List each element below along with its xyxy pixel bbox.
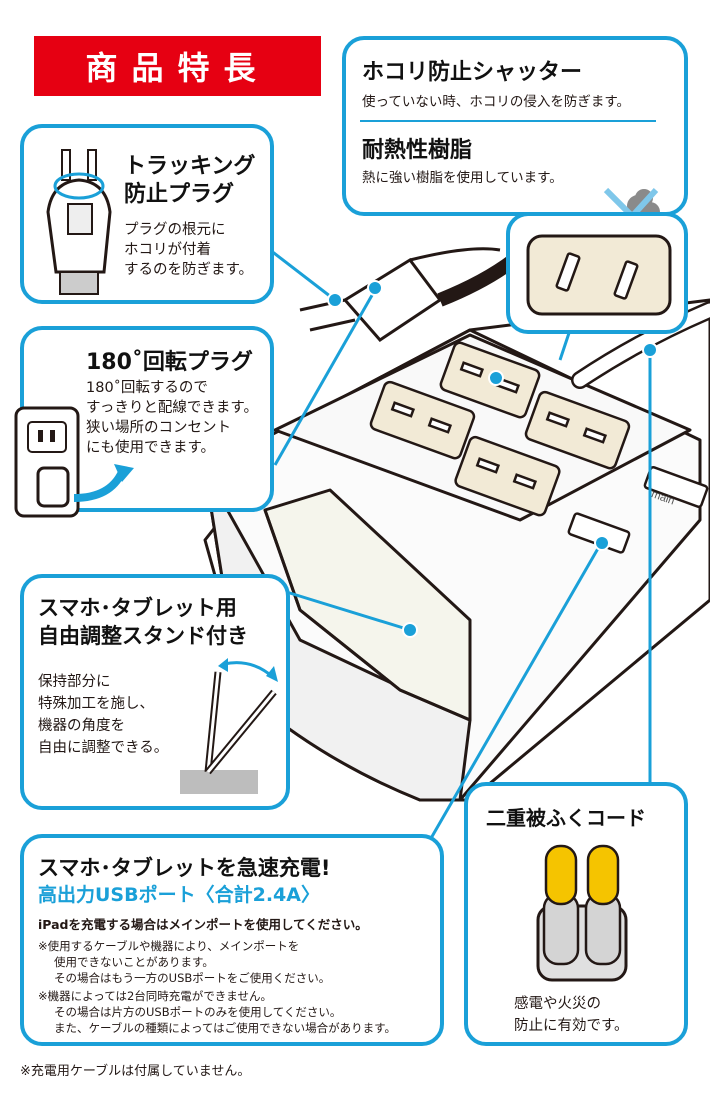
outlets: [369, 341, 709, 554]
resin-desc: 熱に強い樹脂を使用しています。: [362, 170, 563, 186]
rotate-desc-1: 180˚回転するので: [86, 380, 208, 396]
plug-icon: [46, 149, 112, 295]
shutter-callout: ホコリ防止シャッター 使っていない時、ホコリの侵入を防ぎます。 耐熱性樹脂 熱に…: [342, 36, 688, 243]
usb-note1-3: その場合はもう一方のUSBポートをご使用ください。: [54, 971, 331, 985]
rotate-plug-callout: 180˚回転プラグ 180˚回転するので すっきりと配線できます。 狭い場所のコ…: [14, 326, 274, 518]
usb-subtitle: 高出力USBポート〈合計2.4A〉: [38, 884, 320, 906]
divider: [360, 120, 656, 122]
stand-desc-4: 自由に調整できる。: [38, 740, 169, 756]
stand-desc-2: 特殊加工を施し、: [38, 696, 154, 712]
stand-desc-1: 保持部分に: [38, 674, 111, 690]
usb-note2-2: その場合は片方のUSBポートのみを使用してください。: [54, 1005, 342, 1019]
tracking-desc-3: するのを防ぎます。: [124, 262, 254, 278]
stand-title-1: スマホ･タブレット用: [38, 596, 237, 620]
cord-cross-section-icon: [536, 844, 628, 982]
feature-banner: 商品特長: [34, 36, 321, 96]
tracking-desc-1: プラグの根元に: [124, 222, 226, 238]
callout-pointers: [269, 248, 652, 841]
ipad-note: iPadを充電する場合はメインポートを使用してください。: [38, 917, 368, 932]
cord-callout: 二重被ふくコード 感電や火災の 防止に有効です。: [464, 782, 688, 1046]
rotate-title: 180˚回転プラグ: [86, 350, 253, 375]
stand-desc-3: 機器の角度を: [38, 718, 125, 734]
stand-callout: スマホ･タブレット用 自由調整スタンド付き 保持部分に 特殊加工を施し、 機器の…: [20, 574, 290, 810]
cord-desc-1: 感電や火災の: [514, 996, 601, 1012]
shutter-desc: 使っていない時、ホコリの侵入を防ぎます。: [362, 94, 630, 110]
usb-title: スマホ･タブレットを急速充電!: [38, 856, 331, 880]
cord-title: 二重被ふくコード: [486, 806, 646, 830]
pointer-dots: [327, 280, 658, 638]
tracking-plug-callout: トラッキング 防止プラグ プラグの根元に ホコリが付着 するのを防ぎます。: [20, 124, 274, 304]
shutter-outlet-closeup: [506, 212, 688, 334]
usb-note2-1: ※機器によっては2台同時充電ができません。: [38, 989, 272, 1003]
cord-desc-2: 防止に有効です。: [514, 1018, 629, 1034]
stand-angle-icon: [180, 658, 278, 794]
rotate-desc-3: 狭い場所のコンセント: [86, 420, 231, 436]
usb-note1-1: ※使用するケーブルや機器により、メインポートを: [38, 939, 300, 953]
rotate-desc-4: にも使用できます。: [86, 440, 216, 456]
rotate-desc-2: すっきりと配線できます。: [86, 400, 258, 416]
outlet-icon: [526, 234, 672, 316]
tracking-title-2: 防止プラグ: [124, 182, 235, 207]
tracking-desc-2: ホコリが付着: [124, 242, 211, 258]
footer-note: ※充電用ケーブルは付属していません。: [20, 1064, 251, 1079]
usb-note2-3: また、ケーブルの種類によってはご使用できない場合があります。: [54, 1021, 397, 1035]
tracking-title-1: トラッキング: [124, 154, 256, 179]
stand-title-2: 自由調整スタンド付き: [38, 624, 248, 648]
shutter-title: ホコリ防止シャッター: [362, 60, 583, 85]
wall-outlet-icon: [14, 406, 134, 518]
usb-note1-2: 使用できないことがあります。: [54, 955, 214, 969]
resin-title: 耐熱性樹脂: [362, 138, 473, 163]
usb-callout: スマホ･タブレットを急速充電! 高出力USBポート〈合計2.4A〉 iPadを充…: [20, 834, 444, 1046]
